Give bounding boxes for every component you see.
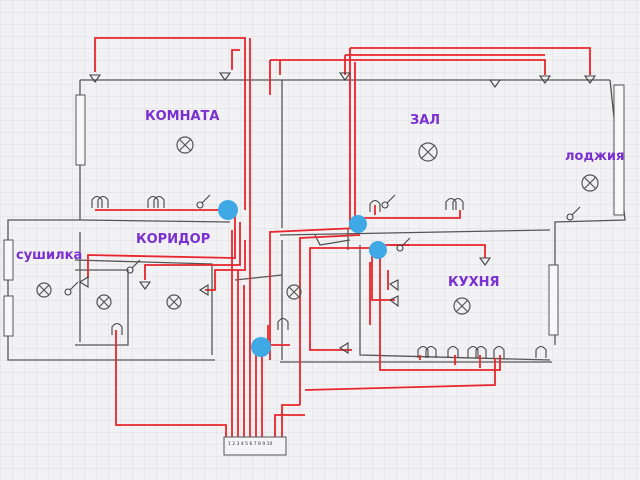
- socket-icon: [338, 72, 352, 81]
- switch-icon: [396, 237, 411, 252]
- socket-icon: [417, 345, 437, 358]
- wiring: [87, 37, 591, 440]
- room-labels: КОМНАТА ЗАЛ лоджия КОРИДОР сушилка КУХНЯ: [16, 109, 624, 290]
- socket-icon: [138, 281, 152, 290]
- socket-icon: [338, 342, 349, 354]
- socket-icon: [91, 195, 109, 208]
- socket-icon: [535, 345, 547, 358]
- socket-icon: [488, 79, 502, 88]
- socket-icon: [111, 322, 123, 335]
- sockets: [78, 72, 597, 358]
- lamp-icon: [581, 174, 599, 192]
- socket-icon: [538, 75, 552, 84]
- switch-icon: [196, 194, 211, 209]
- room-label-lodzhiya: лоджия: [565, 149, 624, 164]
- socket-icon: [478, 257, 492, 266]
- ceiling-lamps: [36, 136, 599, 315]
- room-label-zal: ЗАЛ: [410, 113, 440, 128]
- window-sushilka-upper: [3, 239, 14, 281]
- switch-icon: [126, 259, 141, 274]
- socket-icon: [277, 317, 289, 330]
- lamp-icon: [36, 282, 52, 298]
- terminal-numbers: 1 2 3 4 5 6 7 8 9 10: [228, 441, 273, 447]
- window-kukhnya: [548, 264, 559, 336]
- socket-icon: [445, 197, 464, 210]
- room-label-kukhnya: КУХНЯ: [448, 275, 500, 290]
- switch-icon: [381, 194, 396, 209]
- junction-box-komnata: [218, 200, 238, 220]
- socket-icon: [369, 199, 381, 212]
- switches: [64, 194, 581, 296]
- lamp-icon: [176, 136, 194, 154]
- lamp-icon: [286, 284, 302, 300]
- socket-icon: [388, 295, 399, 308]
- lamp-icon: [418, 142, 438, 162]
- walls: [7, 79, 626, 363]
- window-komnata: [75, 94, 86, 166]
- room-label-komnata: КОМНАТА: [145, 109, 219, 124]
- room-label-sushilka: сушилка: [16, 248, 82, 263]
- socket-icon: [198, 284, 209, 296]
- windows: [3, 84, 625, 337]
- socket-icon: [88, 74, 102, 83]
- socket-icon: [78, 276, 89, 288]
- distribution-panel: 1 2 3 4 5 6 7 8 9 10: [223, 436, 287, 456]
- lamp-icon: [166, 294, 182, 310]
- switch-icon: [566, 206, 581, 221]
- socket-icon: [147, 195, 165, 208]
- socket-icon: [388, 279, 399, 292]
- socket-icon: [583, 75, 597, 84]
- switch-icon: [64, 281, 79, 296]
- socket-icon: [493, 345, 505, 358]
- lamp-icon: [96, 294, 112, 310]
- socket-icon: [447, 345, 459, 358]
- window-sushilka-lower: [3, 295, 14, 337]
- socket-icon: [218, 72, 232, 81]
- room-label-koridor: КОРИДОР: [136, 232, 210, 247]
- terminal-block: [223, 436, 287, 456]
- window-lodzhiya: [613, 84, 625, 216]
- junction-boxes: [218, 200, 387, 357]
- junction-box-koridor: [251, 337, 271, 357]
- junction-box-kukhnya: [369, 241, 387, 259]
- socket-icon: [467, 345, 487, 358]
- lamp-icon: [453, 297, 471, 315]
- junction-box-zal: [349, 215, 367, 233]
